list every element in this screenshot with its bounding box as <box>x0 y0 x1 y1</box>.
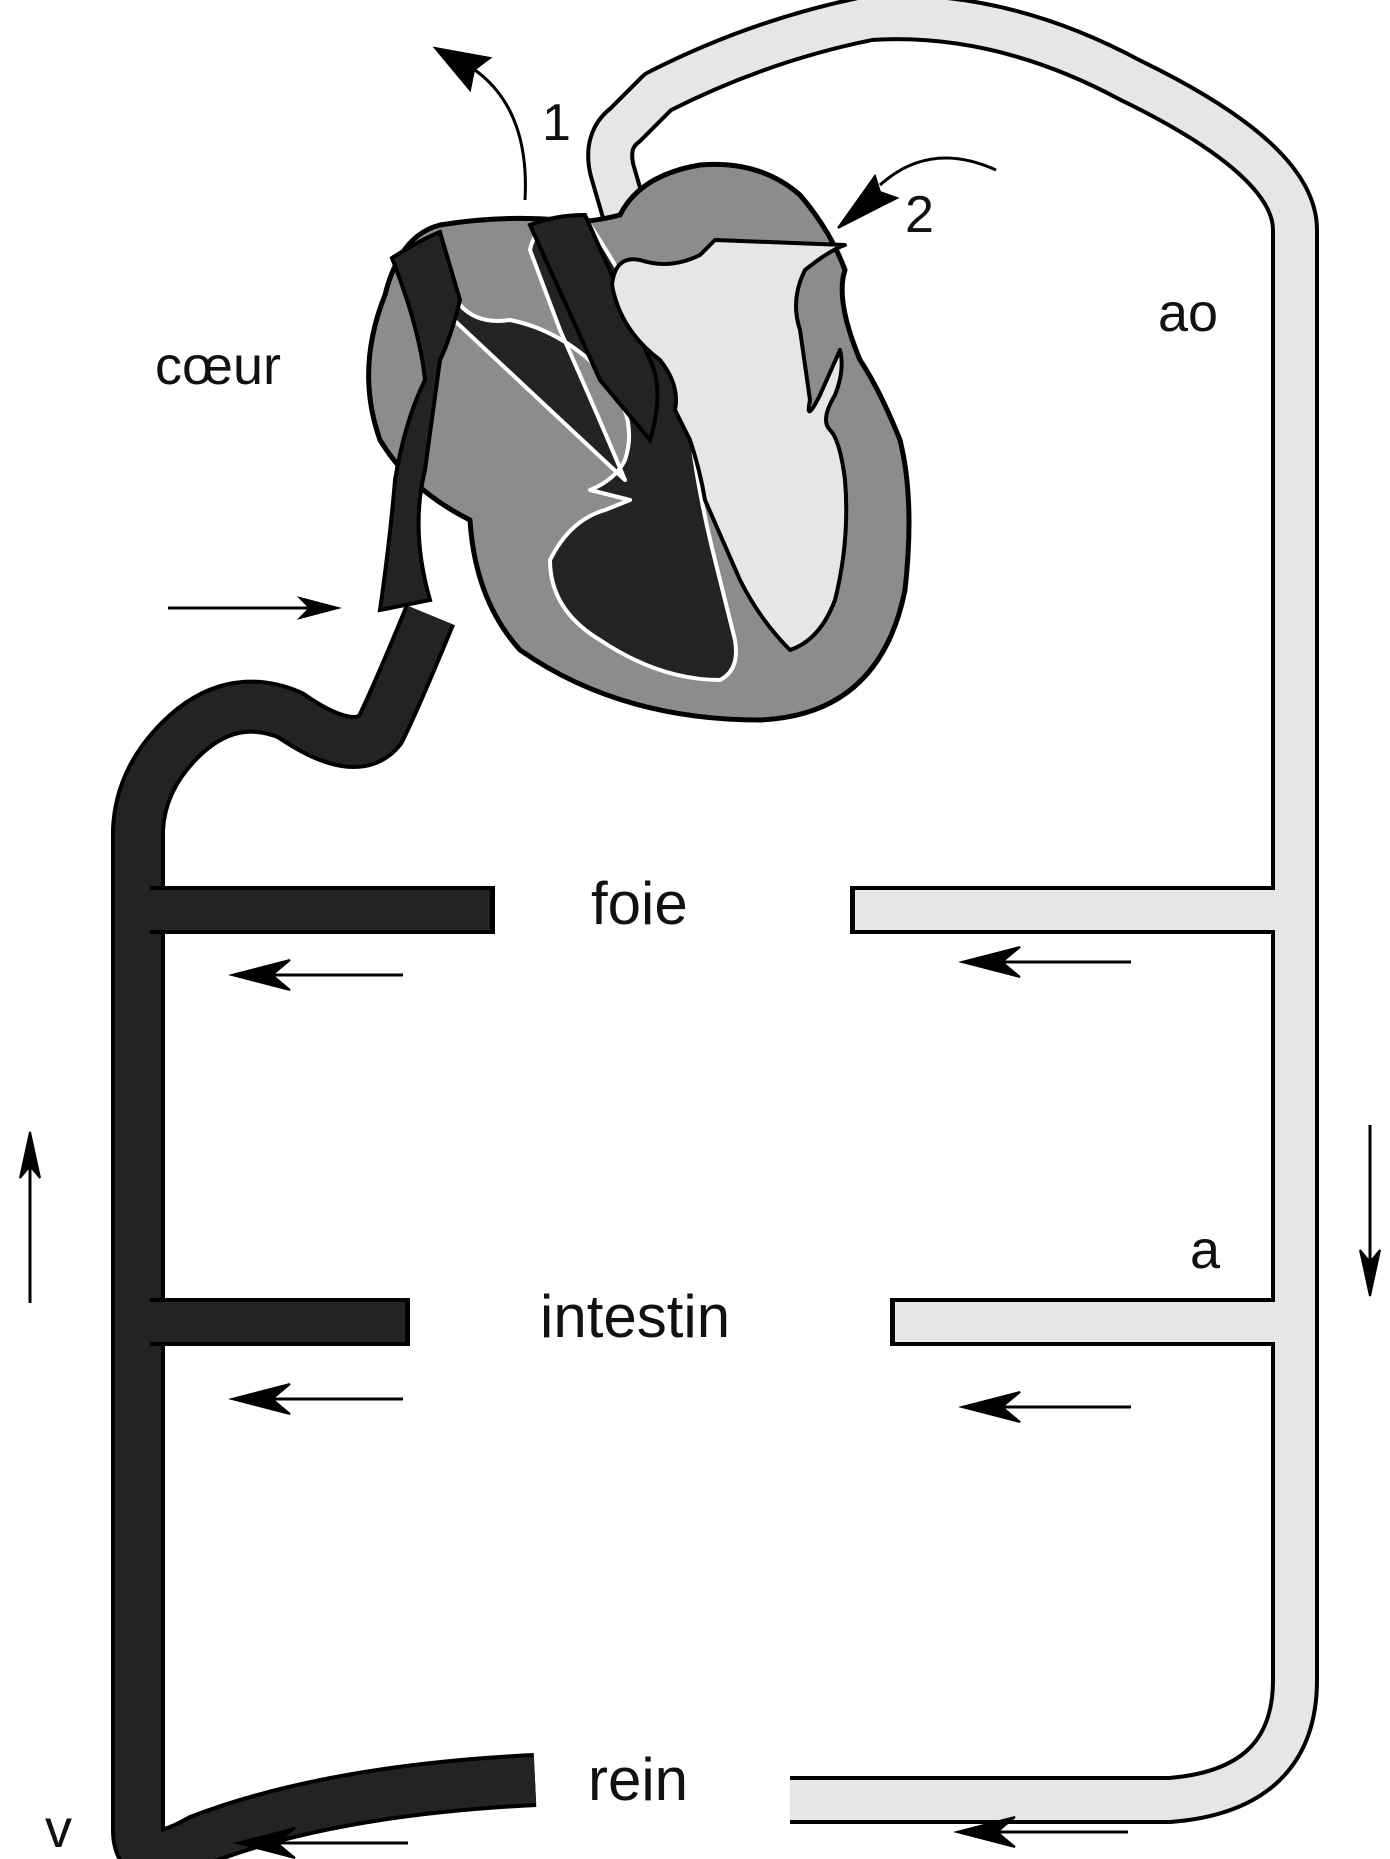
label-kidney: rein <box>588 1746 688 1813</box>
label-marker-2: 2 <box>905 186 934 244</box>
label-liver: foie <box>591 870 688 937</box>
arrow-1 <box>475 70 525 200</box>
label-aorta: ao <box>1158 283 1218 343</box>
label-intestine: intestin <box>540 1283 730 1350</box>
label-marker-1: 1 <box>542 94 571 152</box>
vena-cava-vessel <box>138 615 535 1855</box>
arrow-2 <box>880 158 996 185</box>
label-heart: cœur <box>155 336 281 396</box>
venous-system <box>138 615 535 1855</box>
label-vein: v <box>45 1799 72 1859</box>
label-artery: a <box>1190 1220 1221 1280</box>
